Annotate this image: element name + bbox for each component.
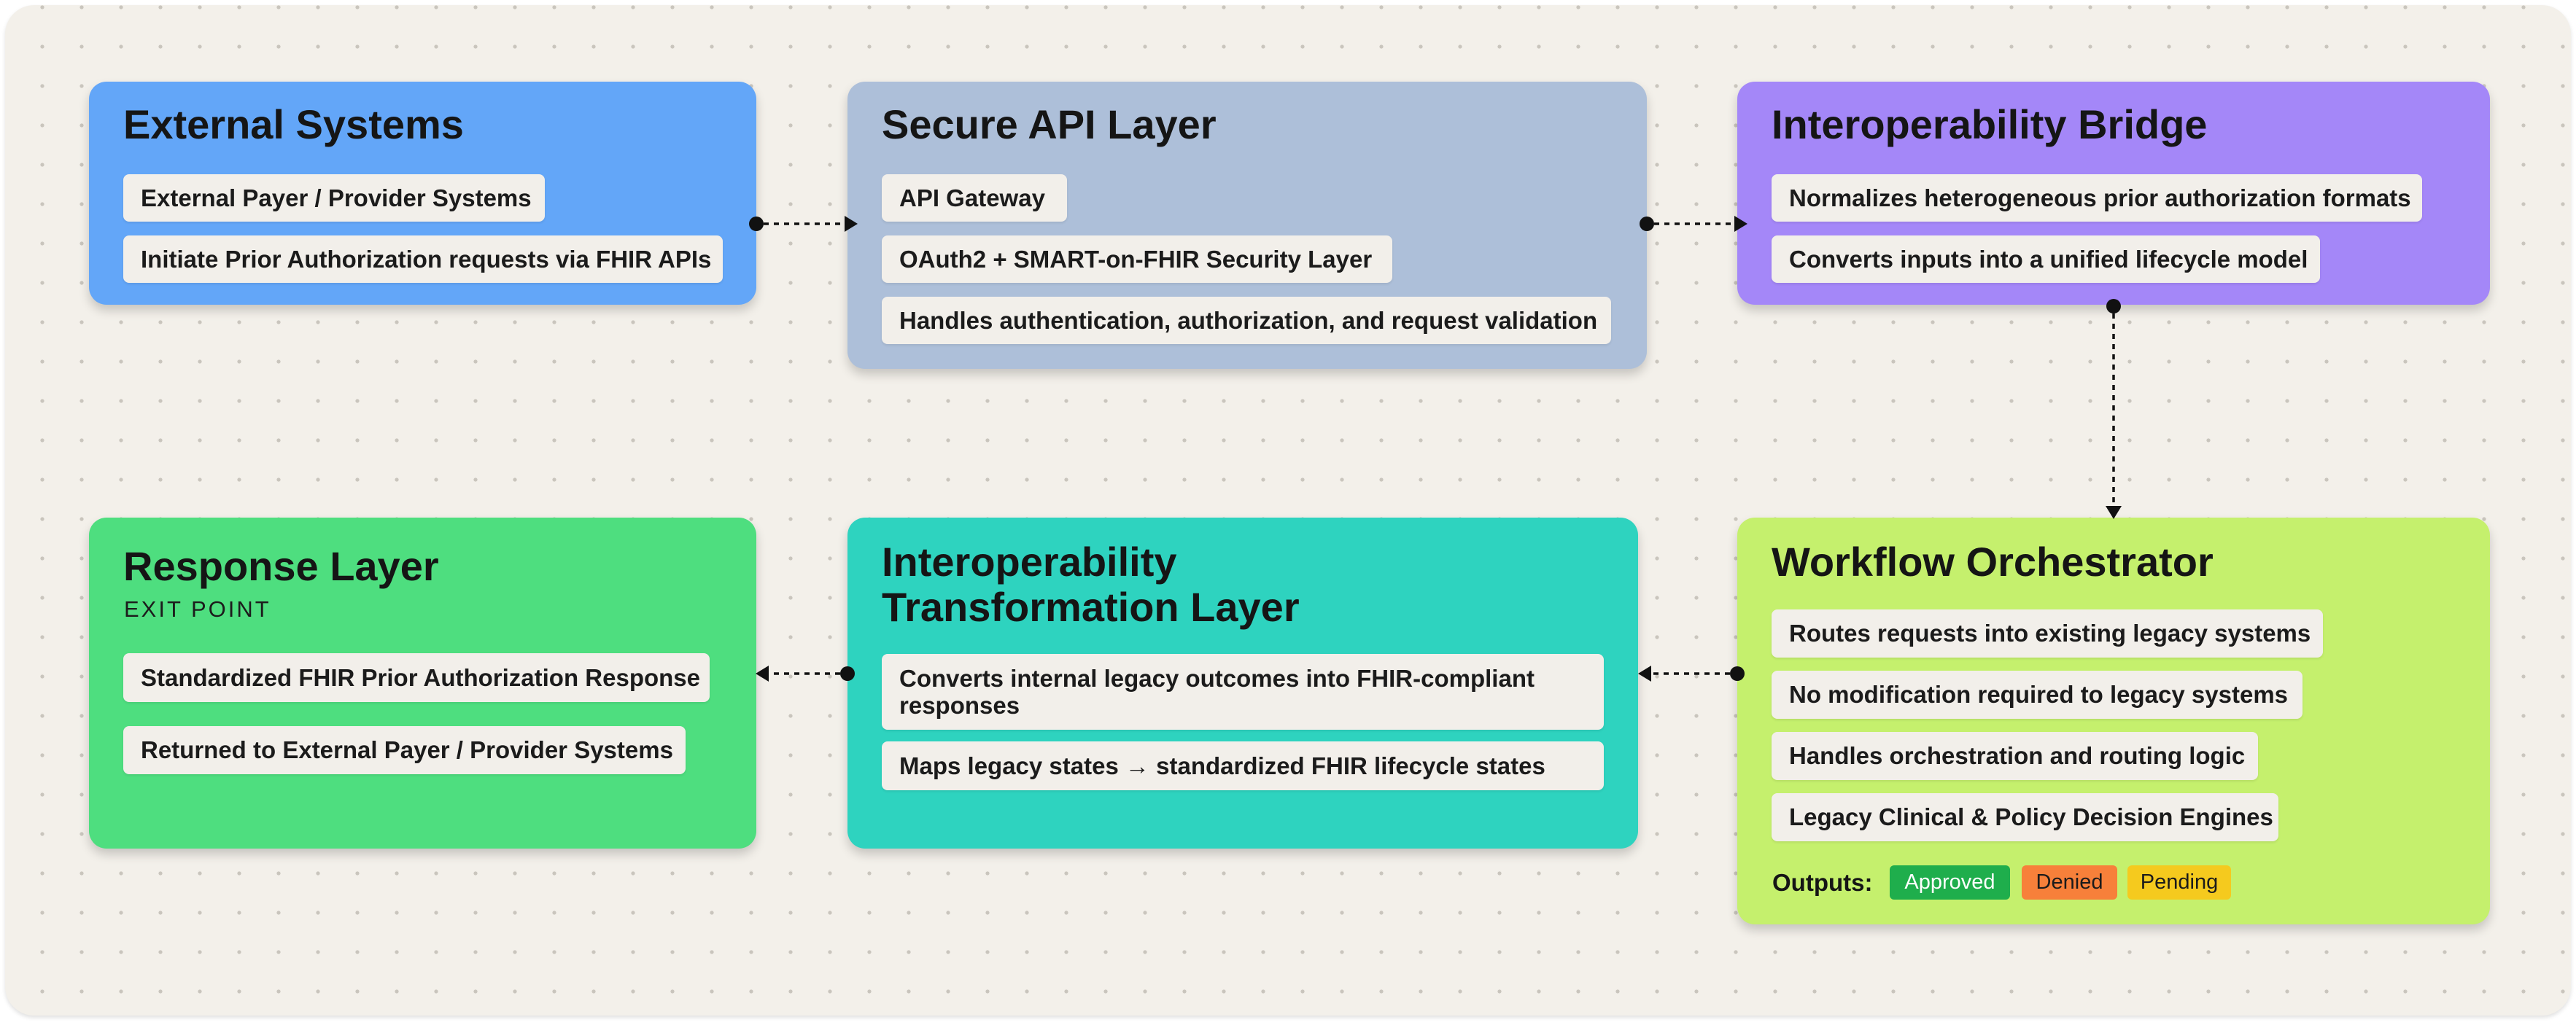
card-title: Secure API Layer <box>882 101 1217 147</box>
card-interoperability-bridge[interactable]: Interoperability Bridge Normalizes heter… <box>1737 82 2490 305</box>
chip-standardized-response: Standardized FHIR Prior Authorization Re… <box>123 653 710 702</box>
card-title-line-1: Interoperability <box>882 539 1177 585</box>
connector-external-to-api <box>749 216 858 232</box>
chip-oauth2: OAuth2 + SMART-on-FHIR Security Layer <box>882 235 1392 283</box>
card-external-systems[interactable]: External Systems External Payer / Provid… <box>89 82 756 305</box>
chip-routes-requests: Routes requests into existing legacy sys… <box>1772 609 2323 658</box>
badge-denied: Denied <box>2022 865 2117 900</box>
connector-workflow-to-transform <box>1638 666 1745 682</box>
card-subtitle: EXIT POINT <box>124 596 271 622</box>
chip-no-modification: No modification required to legacy syste… <box>1772 671 2303 719</box>
card-title: Response Layer <box>123 543 439 589</box>
chip-converts-outcomes: Converts internal legacy outcomes into F… <box>882 654 1604 730</box>
card-response-layer[interactable]: Response Layer EXIT POINT Standardized F… <box>89 518 756 849</box>
connector-bridge-to-workflow <box>2106 299 2122 519</box>
outputs-label: Outputs: <box>1772 869 1873 896</box>
badge-pending: Pending <box>2127 865 2231 900</box>
chip-legacy-engines: Legacy Clinical & Policy Decision Engine… <box>1772 793 2278 841</box>
connector-transform-to-response <box>756 666 855 682</box>
card-title: Workflow Orchestrator <box>1772 539 2214 585</box>
card-title-line-2: Transformation Layer <box>882 584 1300 630</box>
chip-maps-legacy-states: Maps legacy states → standardized FHIR l… <box>882 741 1604 790</box>
chip-external-payer: External Payer / Provider Systems <box>123 174 545 222</box>
chip-handles-auth: Handles authentication, authorization, a… <box>882 297 1611 344</box>
chip-returned-to-external: Returned to External Payer / Provider Sy… <box>123 726 686 774</box>
card-transformation-layer[interactable]: Interoperability Transformation Layer Co… <box>847 518 1638 849</box>
connector-api-to-bridge <box>1640 216 1747 232</box>
card-secure-api-layer[interactable]: Secure API Layer API Gateway OAuth2 + SM… <box>847 82 1647 369</box>
chip-normalizes-formats: Normalizes heterogeneous prior authoriza… <box>1772 174 2422 222</box>
chip-api-gateway: API Gateway <box>882 174 1067 222</box>
badge-approved: Approved <box>1890 865 2010 900</box>
card-title: External Systems <box>123 101 464 147</box>
chip-initiate-requests: Initiate Prior Authorization requests vi… <box>123 235 723 283</box>
card-workflow-orchestrator[interactable]: Workflow Orchestrator Routes requests in… <box>1737 518 2490 924</box>
chip-handles-orchestration: Handles orchestration and routing logic <box>1772 732 2258 780</box>
card-title: Interoperability Bridge <box>1772 101 2208 147</box>
chip-converts-inputs: Converts inputs into a unified lifecycle… <box>1772 235 2320 283</box>
